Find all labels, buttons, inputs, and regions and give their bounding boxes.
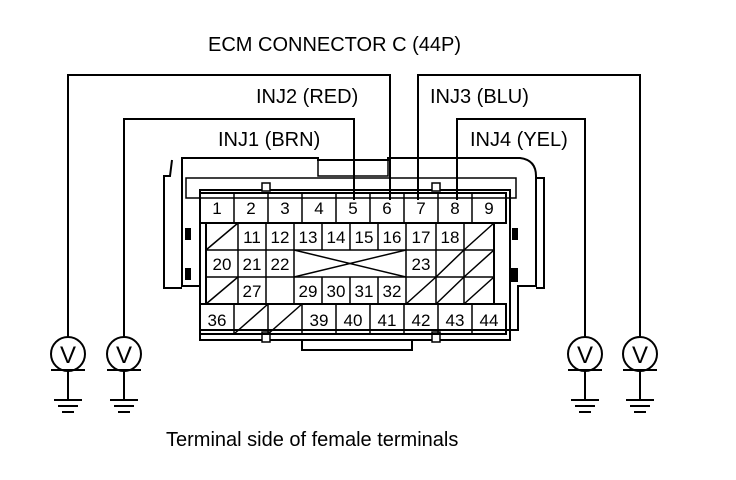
voltmeter-inj4: V: [567, 336, 603, 413]
ground-icon: [626, 399, 654, 413]
terminal-14: 14: [327, 228, 346, 247]
terminal-32: 32: [383, 282, 402, 301]
terminal-5: 5: [348, 199, 357, 218]
terminal-23: 23: [412, 255, 431, 274]
terminal-15: 15: [355, 228, 374, 247]
voltmeter-label: V: [116, 342, 132, 369]
terminal-31: 31: [355, 282, 374, 301]
ground-icon: [571, 399, 599, 413]
wire-inj4: [456, 118, 586, 337]
wire-label-inj3: INJ3 (BLU): [430, 86, 529, 108]
terminal-1: 1: [212, 199, 221, 218]
terminal-7: 7: [416, 199, 425, 218]
connector-housing: [163, 157, 545, 351]
terminal-44: 44: [480, 311, 499, 330]
wire-label-inj1: INJ1 (BRN): [218, 129, 320, 151]
terminal-4: 4: [314, 199, 323, 218]
terminal-22: 22: [271, 255, 290, 274]
diagram-caption: Terminal side of female terminals: [166, 429, 458, 451]
terminal-16: 16: [383, 228, 402, 247]
terminal-17: 17: [412, 228, 431, 247]
terminal-9: 9: [484, 199, 493, 218]
diagram-title: ECM CONNECTOR C (44P): [208, 34, 461, 56]
terminal-42: 42: [412, 311, 431, 330]
voltmeter-label: V: [632, 342, 648, 369]
voltmeter-inj3: V: [622, 336, 658, 413]
terminal-36: 36: [208, 311, 227, 330]
ground-icon: [110, 399, 138, 413]
latch-left: [261, 331, 271, 343]
ground-icon: [54, 399, 82, 413]
terminal-grid: 1 2 3 4 5 6 7 8 9 11 12 13 14 15 16 17 1…: [199, 192, 507, 335]
wire-label-inj4: INJ4 (YEL): [470, 129, 568, 151]
terminal-29: 29: [299, 282, 318, 301]
wire-inj3: [417, 74, 641, 337]
voltmeter-label: V: [60, 342, 76, 369]
terminal-3: 3: [280, 199, 289, 218]
voltmeter-inj1: V: [106, 336, 142, 413]
latch-right: [431, 331, 441, 343]
terminal-6: 6: [382, 199, 391, 218]
terminal-18: 18: [441, 228, 460, 247]
terminal-41: 41: [378, 311, 397, 330]
terminal-43: 43: [446, 311, 465, 330]
terminal-40: 40: [344, 311, 363, 330]
terminal-8: 8: [450, 199, 459, 218]
wire-inj2: [67, 74, 391, 337]
terminal-39: 39: [310, 311, 329, 330]
wire-label-inj2: INJ2 (RED): [256, 86, 358, 108]
terminal-2: 2: [246, 199, 255, 218]
voltmeter-label: V: [577, 342, 593, 369]
terminal-27: 27: [243, 282, 262, 301]
terminal-21: 21: [243, 255, 262, 274]
terminal-20: 20: [213, 255, 232, 274]
terminal-11: 11: [243, 228, 261, 247]
voltmeter-inj2: V: [50, 336, 86, 413]
terminal-13: 13: [299, 228, 318, 247]
terminal-12: 12: [271, 228, 290, 247]
terminal-30: 30: [327, 282, 346, 301]
